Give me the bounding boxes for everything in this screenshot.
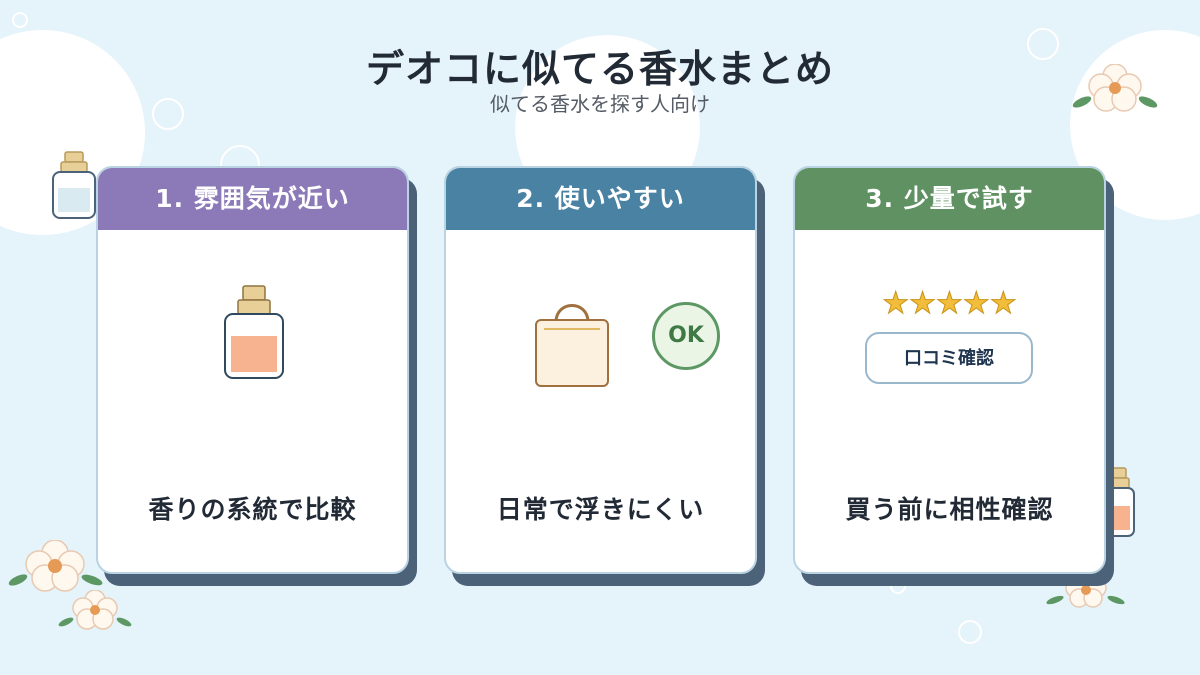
page-subtitle: 似てる香水を探す人向け <box>490 92 710 116</box>
review-check-label: 口コミ確認 <box>865 332 1033 384</box>
bubble <box>12 12 28 28</box>
shopping-bag-icon <box>535 304 609 387</box>
perfume-bottle-icon <box>52 151 96 219</box>
perfume-bottle-icon <box>224 285 284 379</box>
ok-badge: OK <box>652 302 720 370</box>
card-heading: 2. 使いやすい <box>446 168 755 230</box>
card-heading: 1. 雰囲気が近い <box>98 168 407 230</box>
flower-icon <box>1072 64 1158 112</box>
star-rating-icon: ★★★★★ <box>882 286 1017 322</box>
card-caption: 買う前に相性確認 <box>845 495 1054 524</box>
card-try-small-amount: 3. 少量で試す ★★★★★ 口コミ確認 買う前に相性確認 <box>793 166 1106 574</box>
card-similar-atmosphere: 1. 雰囲気が近い 香りの系統で比較 <box>96 166 409 574</box>
bubble <box>1027 28 1059 60</box>
flower-icon <box>8 540 103 592</box>
card-caption: 日常で浮きにくい <box>496 495 705 524</box>
bubble <box>152 98 184 130</box>
flower-icon <box>58 590 132 630</box>
card-easy-to-use: 2. 使いやすい OK 日常で浮きにくい <box>444 166 757 574</box>
bubble <box>958 620 982 644</box>
card-caption: 香りの系統で比較 <box>148 495 357 524</box>
page-title: デオコに似てる香水まとめ <box>365 47 834 91</box>
card-heading: 3. 少量で試す <box>795 168 1104 230</box>
